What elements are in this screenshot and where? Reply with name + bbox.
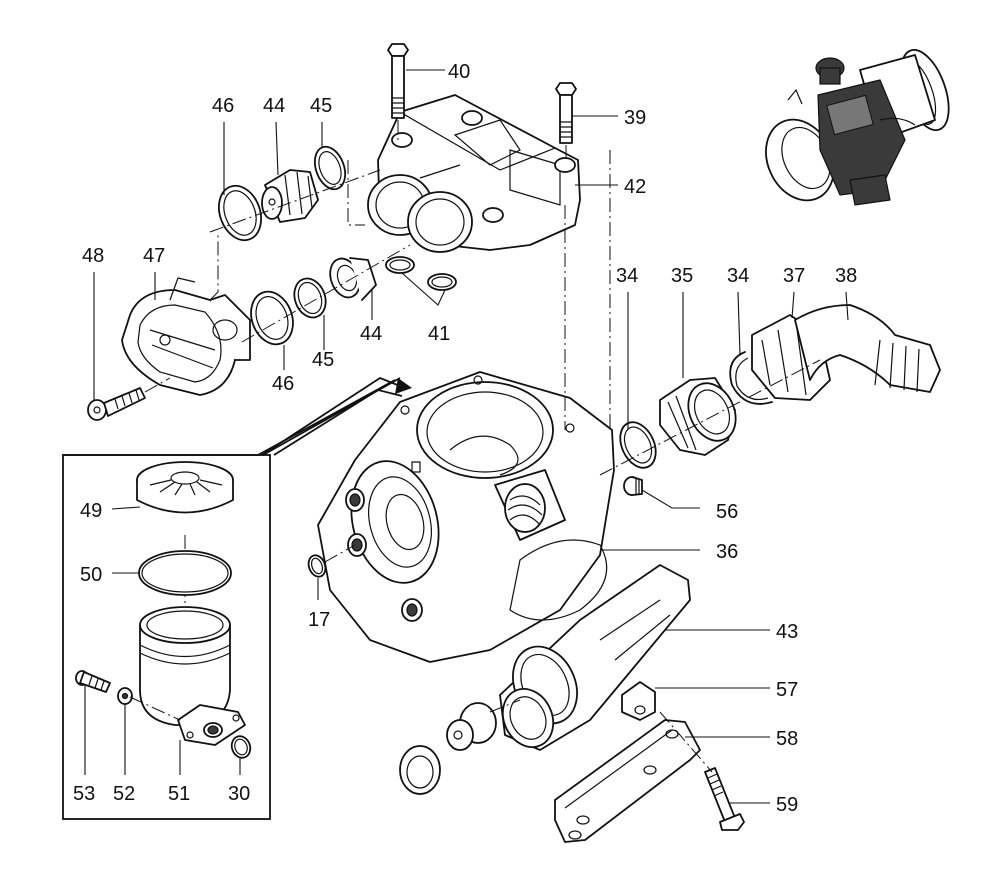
label-38: 38 bbox=[835, 265, 857, 287]
part-57-bushing bbox=[621, 681, 656, 721]
part-labels: 40 39 42 46 44 45 48 47 46 45 44 41 34 3… bbox=[73, 61, 857, 816]
part-44-valve-extra-upper bbox=[446, 702, 497, 751]
label-34-left: 34 bbox=[616, 265, 638, 287]
label-48: 48 bbox=[82, 245, 104, 267]
label-34-right: 34 bbox=[727, 265, 749, 287]
label-59: 59 bbox=[776, 794, 798, 816]
leader-lines bbox=[84, 69, 849, 804]
part-52-washer bbox=[117, 687, 133, 705]
label-50: 50 bbox=[80, 564, 102, 586]
label-58: 58 bbox=[776, 728, 798, 750]
part-45-ring-lower bbox=[293, 277, 327, 319]
part-36-pump-body bbox=[317, 371, 615, 663]
label-35: 35 bbox=[671, 265, 693, 287]
label-42: 42 bbox=[624, 176, 646, 198]
part-39-bolt bbox=[555, 82, 577, 163]
part-50-oring bbox=[138, 550, 232, 596]
part-59-bolt bbox=[704, 767, 745, 831]
label-51: 51 bbox=[168, 783, 190, 805]
label-44-bottom: 44 bbox=[360, 323, 382, 345]
label-49: 49 bbox=[80, 500, 102, 522]
label-53: 53 bbox=[73, 783, 95, 805]
label-39: 39 bbox=[624, 107, 646, 129]
part-44-valve-upper bbox=[261, 169, 319, 223]
part-34-ring-left bbox=[619, 421, 657, 469]
part-53-screw bbox=[75, 670, 111, 693]
label-30: 30 bbox=[228, 783, 250, 805]
part-41-orings bbox=[385, 256, 457, 291]
label-57: 57 bbox=[776, 679, 798, 701]
part-48-screw bbox=[87, 387, 146, 421]
part-56-plug bbox=[623, 476, 643, 496]
part-46-ring-lower bbox=[250, 290, 294, 346]
part-30-oring bbox=[230, 735, 252, 759]
part-40-bolt bbox=[387, 43, 409, 140]
part-58-mount-bracket bbox=[554, 719, 701, 843]
part-46-ring-upper bbox=[218, 184, 262, 242]
label-43: 43 bbox=[776, 621, 798, 643]
part-43-manifold bbox=[499, 564, 691, 751]
part-35-nipple bbox=[659, 377, 737, 456]
label-52: 52 bbox=[113, 783, 135, 805]
label-44-top: 44 bbox=[263, 95, 285, 117]
filter-inset-frame bbox=[62, 454, 271, 820]
part-47-valve-cover bbox=[121, 277, 251, 396]
label-41: 41 bbox=[428, 323, 450, 345]
part-34-ring-right bbox=[729, 351, 773, 405]
part-49-filter-cap bbox=[136, 461, 234, 514]
part-42-top-cover bbox=[367, 94, 581, 253]
part-45-ring-upper bbox=[313, 145, 347, 191]
label-47: 47 bbox=[143, 245, 165, 267]
label-40: 40 bbox=[448, 61, 470, 83]
part-51-filter-bowl bbox=[139, 606, 246, 746]
label-46-top: 46 bbox=[212, 95, 234, 117]
part-44-valve-lower bbox=[329, 257, 377, 301]
label-46-bottom: 46 bbox=[272, 373, 294, 395]
label-45-top: 45 bbox=[310, 95, 332, 117]
label-36: 36 bbox=[716, 541, 738, 563]
part-44-valve-extra-lower bbox=[399, 745, 441, 795]
assembled-pump-thumbnail bbox=[765, 49, 950, 206]
label-45-bottom: 45 bbox=[312, 349, 334, 371]
label-17: 17 bbox=[308, 609, 330, 631]
label-56: 56 bbox=[716, 501, 738, 523]
part-38-hose-elbow bbox=[794, 304, 941, 393]
label-37: 37 bbox=[783, 265, 805, 287]
part-17-oring bbox=[307, 554, 327, 578]
